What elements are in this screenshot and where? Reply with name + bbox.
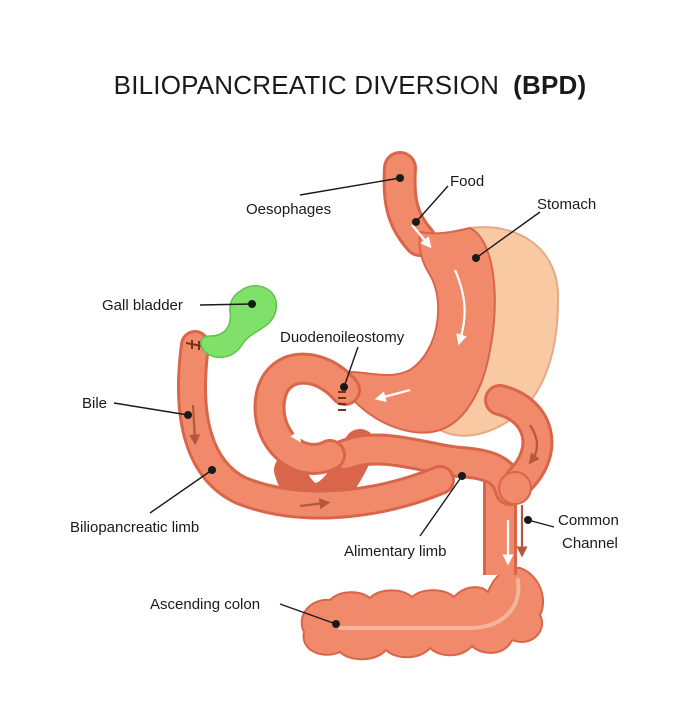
title-main: BILIOPANCREATIC DIVERSION xyxy=(113,70,500,100)
diagram-title: BILIOPANCREATIC DIVERSION (BPD) xyxy=(0,70,700,101)
label-gall-bladder: Gall bladder xyxy=(102,297,183,314)
ascending-colon-organ xyxy=(300,566,545,661)
label-alimentary-limb: Alimentary limb xyxy=(344,543,447,560)
leader-lines xyxy=(113,174,555,628)
duodenum-loop xyxy=(253,352,361,475)
label-stomach: Stomach xyxy=(537,196,596,213)
distal-limb-tube xyxy=(484,384,554,505)
label-food: Food xyxy=(450,173,484,190)
label-duodenoileostomy: Duodenoileostomy xyxy=(280,329,405,346)
label-common-channel-line2: Channel xyxy=(562,535,618,552)
label-ascending-colon: Ascending colon xyxy=(150,596,260,613)
gall-bladder-organ xyxy=(200,285,278,359)
stomach-organ xyxy=(345,151,560,437)
label-biliopancreatic-limb: Biliopancreatic limb xyxy=(70,519,199,536)
title-abbreviation: (BPD) xyxy=(513,70,587,100)
label-bile: Bile xyxy=(82,395,107,412)
label-common-channel-line1: Common xyxy=(558,512,619,529)
label-oesophages: Oesophages xyxy=(246,201,331,218)
